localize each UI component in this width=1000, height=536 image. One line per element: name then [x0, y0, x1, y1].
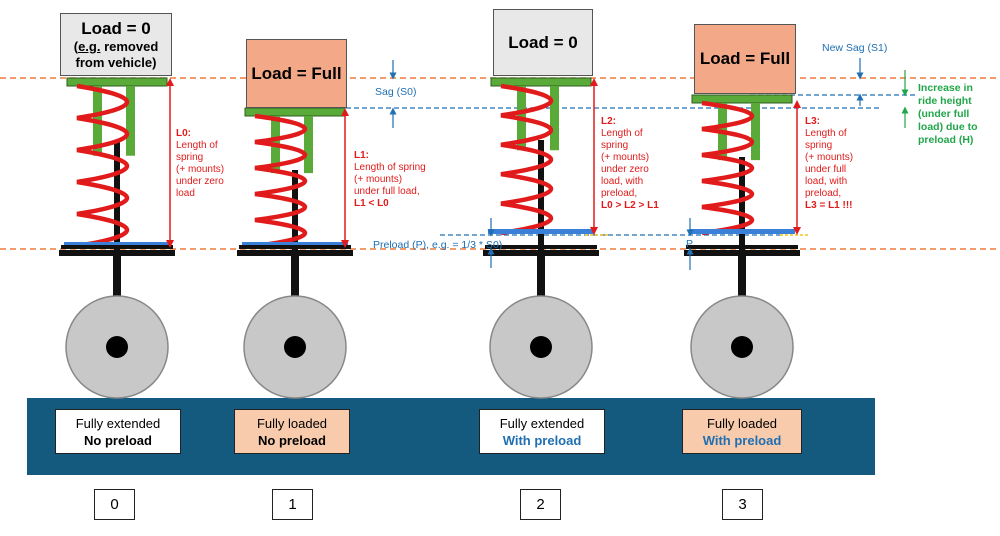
number-box-2: 2 — [520, 489, 561, 520]
state-line1: Fully extended — [499, 415, 585, 431]
state-line1: Fully loaded — [706, 415, 778, 431]
length-label-line: under full load, — [354, 186, 420, 197]
length-label-line: preload, — [601, 188, 638, 199]
length-label-l1: L1:Length of spring(+ mounts)under full … — [354, 150, 449, 210]
length-label-relation: L3 = L1 !!! — [805, 200, 853, 211]
length-label-title: L1: — [354, 150, 369, 161]
load-box-2-title: Load = 0 — [508, 32, 578, 52]
length-label-relation: L0 > L2 > L1 — [601, 200, 659, 211]
preload-label: Preload (P), e.g. = 1/3 * S0) — [373, 239, 503, 251]
length-label-line: under full — [805, 164, 847, 175]
lower-mount-0 — [59, 250, 175, 256]
state-line2: With preload — [702, 432, 782, 448]
load-box-0-sub-line1: (e.g. removed — [73, 38, 159, 54]
top-mount-3 — [691, 94, 793, 104]
spring-0 — [76, 83, 129, 249]
right-rod-2 — [550, 86, 559, 151]
number-box-3: 3 — [722, 489, 763, 520]
right-rod-3 — [751, 103, 760, 161]
spring-3 — [701, 100, 755, 236]
ride-height-line: (under full — [918, 108, 970, 120]
length-label-line: Length of — [601, 128, 643, 139]
ride-height-line: Increase in — [918, 82, 973, 94]
length-label-line: Length of — [805, 128, 847, 139]
state-line2: No preload — [258, 432, 326, 448]
ride-height-line: ride height — [918, 95, 972, 107]
load-box-3-title: Load = Full — [699, 49, 791, 68]
lower-plate-2 — [485, 245, 597, 249]
length-label-line: preload, — [805, 188, 842, 199]
load-box-1: Load = Full — [246, 39, 347, 108]
lower-plate-0 — [61, 245, 173, 249]
length-label-line: spring — [601, 140, 629, 151]
lower-mount-2 — [483, 250, 599, 256]
load-box-1-title: Load = Full — [251, 63, 342, 83]
lower-plate-3 — [686, 245, 798, 249]
number-box-0: 0 — [94, 489, 135, 520]
hub-2 — [530, 336, 552, 358]
length-label-line: load, with — [805, 176, 848, 187]
length-label-title: L0: — [176, 128, 191, 139]
hub-3 — [731, 336, 753, 358]
spring-2 — [500, 83, 553, 236]
length-label-line: under zero — [601, 164, 649, 175]
length-label-relation: L1 < L0 — [354, 198, 389, 209]
load-box-0-title: Load = 0 — [81, 18, 151, 38]
length-label-line: (+ mounts) — [354, 174, 403, 185]
length-label-line: load — [176, 188, 195, 199]
state-line2: With preload — [502, 432, 582, 448]
spring-seat-0 — [64, 242, 170, 247]
spring-seat-1 — [242, 242, 348, 247]
ride-height-line: preload (H) — [918, 134, 974, 146]
preload-p-label: P — [686, 238, 694, 250]
spring-seat-3 — [689, 229, 795, 234]
load-box-0-sub-line2: from vehicle) — [75, 54, 157, 70]
length-label-line: (+ mounts) — [176, 164, 225, 175]
length-label-title: L3: — [805, 116, 820, 127]
length-label-line: under zero — [176, 176, 224, 187]
state-line1: Fully extended — [75, 415, 161, 431]
length-label-line: Length of spring — [354, 162, 426, 173]
spring-seat-2 — [488, 229, 594, 234]
state-line1: Fully loaded — [256, 415, 328, 431]
hub-1 — [284, 336, 306, 358]
ride-height-line: load) due to — [918, 121, 978, 133]
damper-1 — [292, 170, 298, 266]
lower-mount-1 — [237, 250, 353, 256]
damper-3 — [739, 157, 745, 253]
load-box-3: Load = Full — [694, 24, 796, 94]
length-label-title: L2: — [601, 116, 616, 127]
new-sag-label: New Sag (S1) — [822, 42, 888, 54]
length-label-line: load, with — [601, 176, 644, 187]
length-label-line: (+ mounts) — [805, 152, 854, 163]
length-label-line: spring — [176, 152, 204, 163]
length-label-line: (+ mounts) — [601, 152, 650, 163]
length-label-line: Length of — [176, 140, 218, 151]
lower-mount-3 — [684, 250, 800, 256]
lower-plate-1 — [239, 245, 351, 249]
state-line2: No preload — [84, 432, 152, 448]
spring-1 — [254, 113, 308, 249]
load-box-2: Load = 0 — [493, 9, 593, 76]
number-box-1: 1 — [272, 489, 313, 520]
load-box-0: Load = 0 (e.g. removed from vehicle) — [60, 13, 172, 76]
right-rod-1 — [304, 116, 313, 174]
right-rod-0 — [126, 86, 135, 156]
hub-0 — [106, 336, 128, 358]
sag-s0-label: Sag (S0) — [375, 86, 417, 98]
length-label-line: spring — [805, 140, 833, 151]
